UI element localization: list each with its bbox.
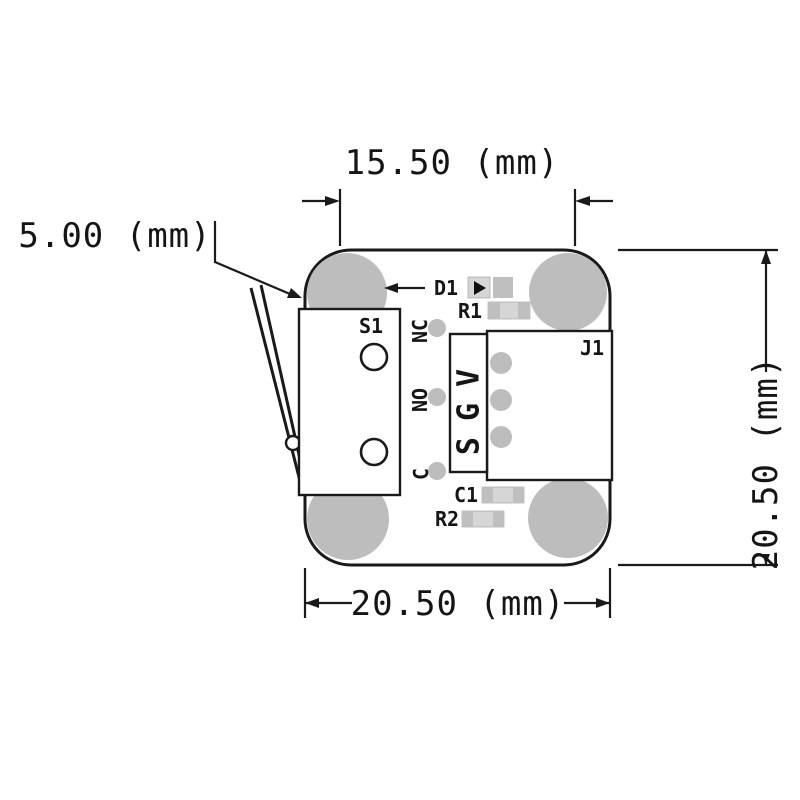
switch-s1: S1 — [297, 307, 402, 497]
arrowhead-right — [596, 598, 610, 608]
j1-pin-pad — [490, 389, 512, 411]
d1-package — [493, 277, 513, 298]
pin-label-nc: NC — [408, 319, 432, 343]
component-label-r1: R1 — [458, 299, 482, 323]
resistor-r1: R1 — [458, 299, 531, 323]
component-label-d1: D1 — [434, 276, 458, 300]
leader-line — [213, 221, 291, 296]
component-label-c1: C1 — [454, 483, 478, 507]
arrowhead-up — [761, 250, 771, 264]
arrowhead-right — [325, 196, 340, 206]
dimension-right: 20.50 (mm) — [618, 248, 788, 571]
mounting-pad — [307, 478, 389, 560]
dimension-left-label: 5.00 (mm) — [18, 216, 211, 256]
dimension-right-label: 20.50 (mm) — [746, 356, 786, 571]
lever-edge — [249, 287, 304, 490]
dimension-top-label: 15.50 (mm) — [345, 143, 560, 183]
resistor-r2: R2 — [435, 507, 505, 531]
dimension-left: 5.00 (mm) — [18, 216, 302, 298]
switch-pin-hole — [359, 437, 389, 467]
component-label-r2: R2 — [435, 507, 459, 531]
label-mask — [352, 583, 564, 621]
arrowhead-left — [575, 196, 590, 206]
arrowhead-left — [305, 598, 319, 608]
connector-j1: J1 SGV — [448, 329, 614, 482]
switch-pin-labels: NC NO C — [408, 319, 446, 480]
r2-end-cap — [493, 511, 504, 527]
dimension-bottom-label: 20.50 (mm) — [351, 584, 566, 624]
pin-label-c: C — [409, 468, 433, 480]
pin-pad — [428, 319, 446, 337]
pin-label-no: NO — [408, 388, 432, 412]
switch-body — [297, 307, 402, 497]
component-label-s1: S1 — [359, 314, 383, 338]
j1-pin-pad — [490, 426, 512, 448]
c1-end-cap — [513, 487, 524, 503]
r2-end-cap — [462, 511, 473, 527]
component-label-j1: J1 — [580, 336, 604, 360]
j1-pin-pad — [490, 352, 512, 374]
dimension-bottom: 20.50 (mm) — [303, 568, 612, 624]
mounting-pad — [528, 478, 608, 558]
label-mask — [742, 372, 788, 554]
switch-pin-hole — [359, 342, 389, 372]
d1-polarity-mark — [474, 281, 486, 295]
dimension-top: 15.50 (mm) — [302, 143, 613, 246]
pin-pad — [428, 462, 446, 480]
d1-leader-arrow — [384, 283, 398, 293]
arrowhead-down — [761, 551, 771, 565]
pin-pad — [428, 388, 446, 406]
switch-lever — [249, 284, 308, 490]
connector-pin-labels-sgv: SGV — [452, 353, 487, 455]
r1-end-cap — [488, 302, 500, 319]
diode-d1: D1 — [384, 276, 513, 300]
sgv-label-box — [448, 332, 489, 474]
mounting-pad — [529, 253, 607, 331]
r1-end-cap — [518, 302, 530, 319]
capacitor-c1: C1 — [454, 483, 525, 507]
c1-end-cap — [482, 487, 493, 503]
leader-arrow — [287, 288, 302, 298]
